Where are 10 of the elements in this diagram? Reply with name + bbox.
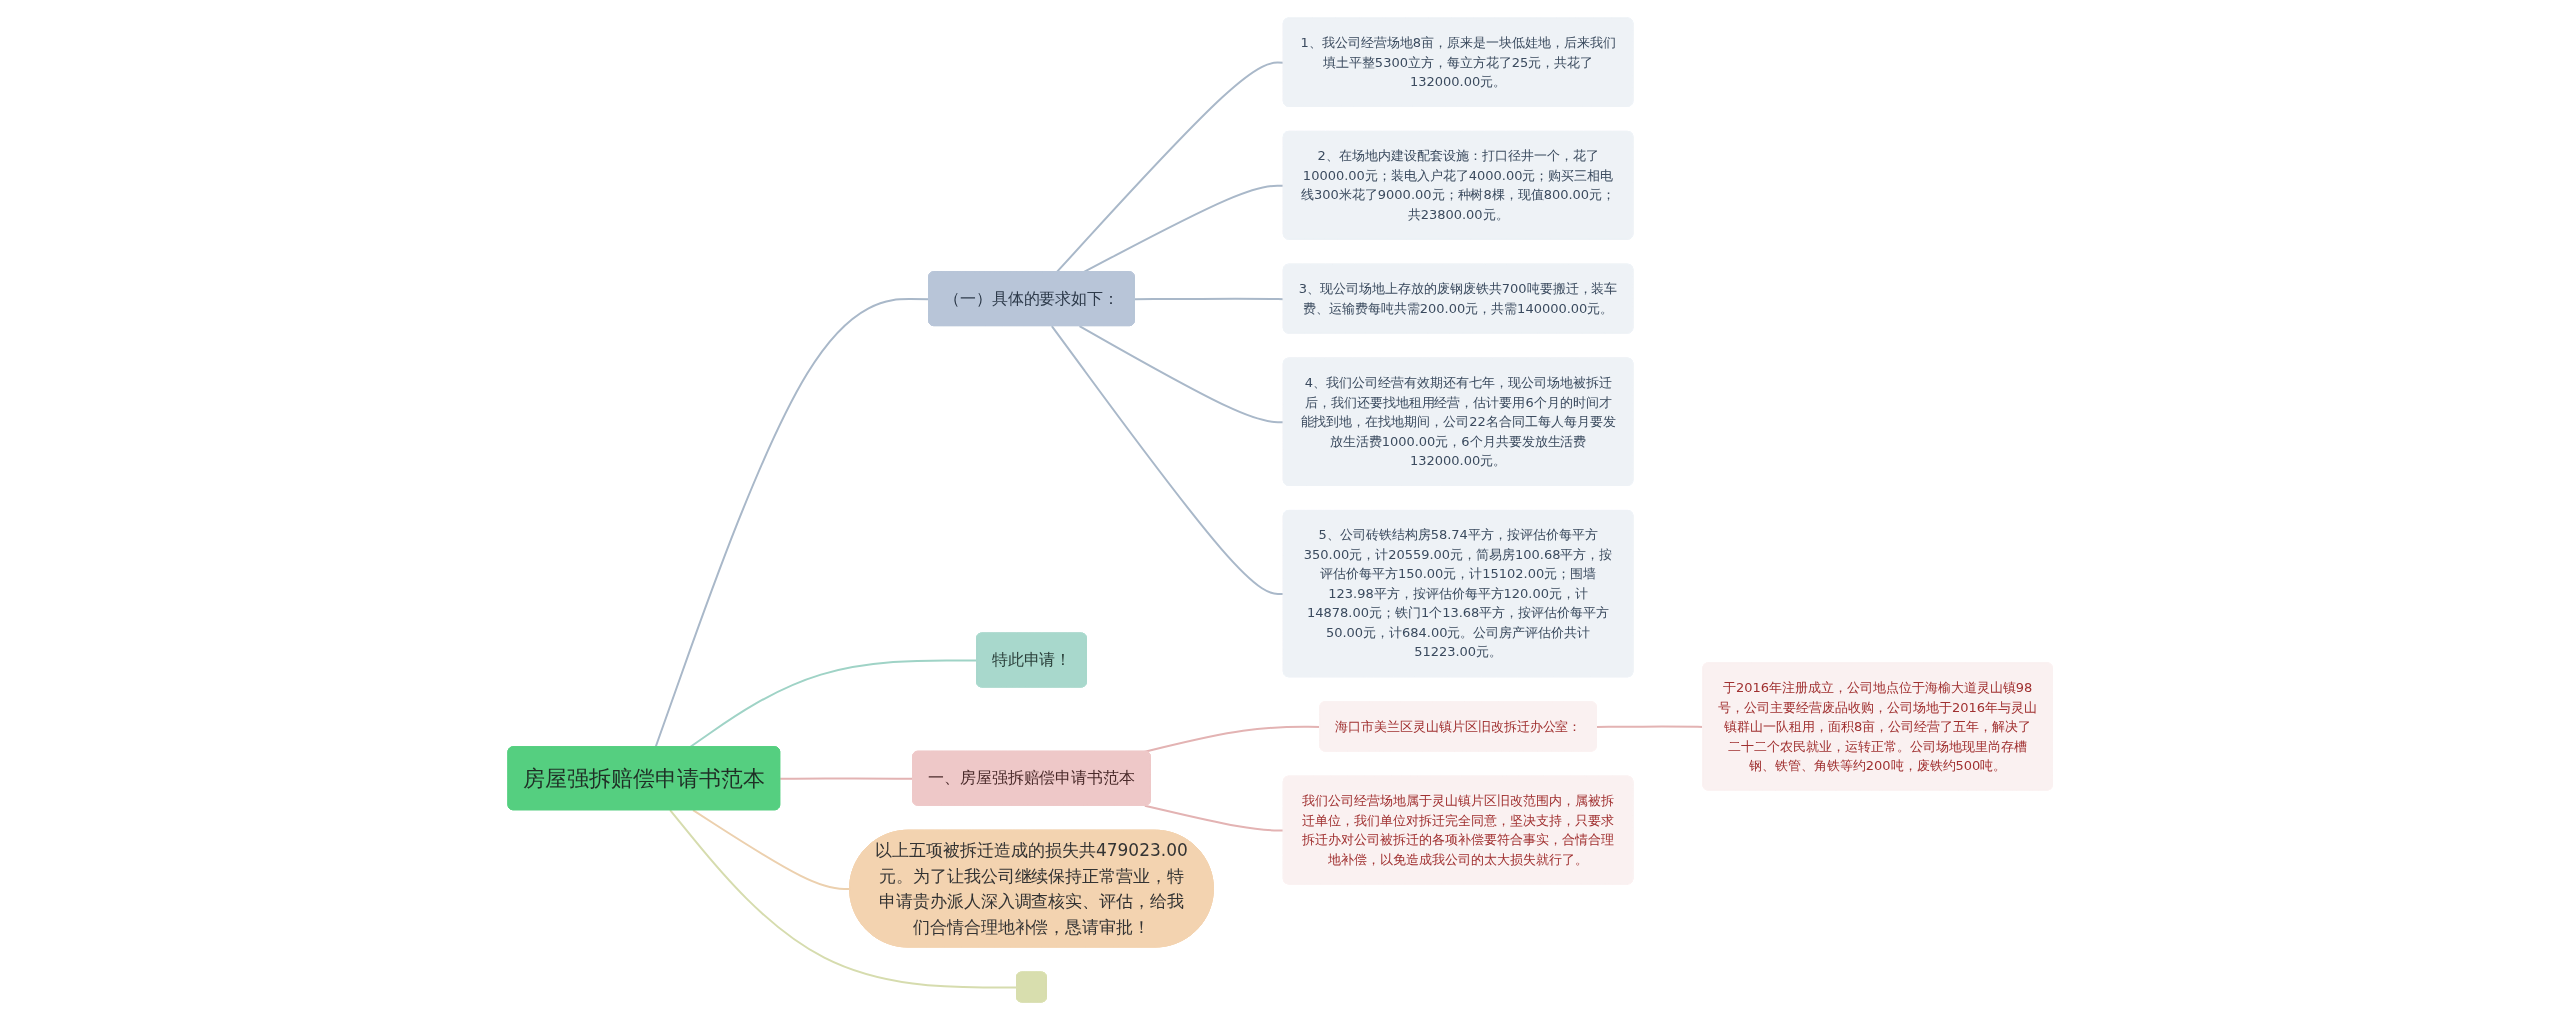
connector bbox=[1143, 804, 1285, 832]
connector bbox=[688, 658, 978, 748]
connector bbox=[654, 297, 930, 748]
connector bbox=[1133, 297, 1285, 300]
connector bbox=[1078, 324, 1285, 423]
connector bbox=[778, 776, 914, 780]
connector bbox=[691, 808, 851, 890]
connector bbox=[1050, 324, 1285, 595]
connector bbox=[668, 808, 1018, 988]
connector bbox=[1055, 61, 1285, 273]
